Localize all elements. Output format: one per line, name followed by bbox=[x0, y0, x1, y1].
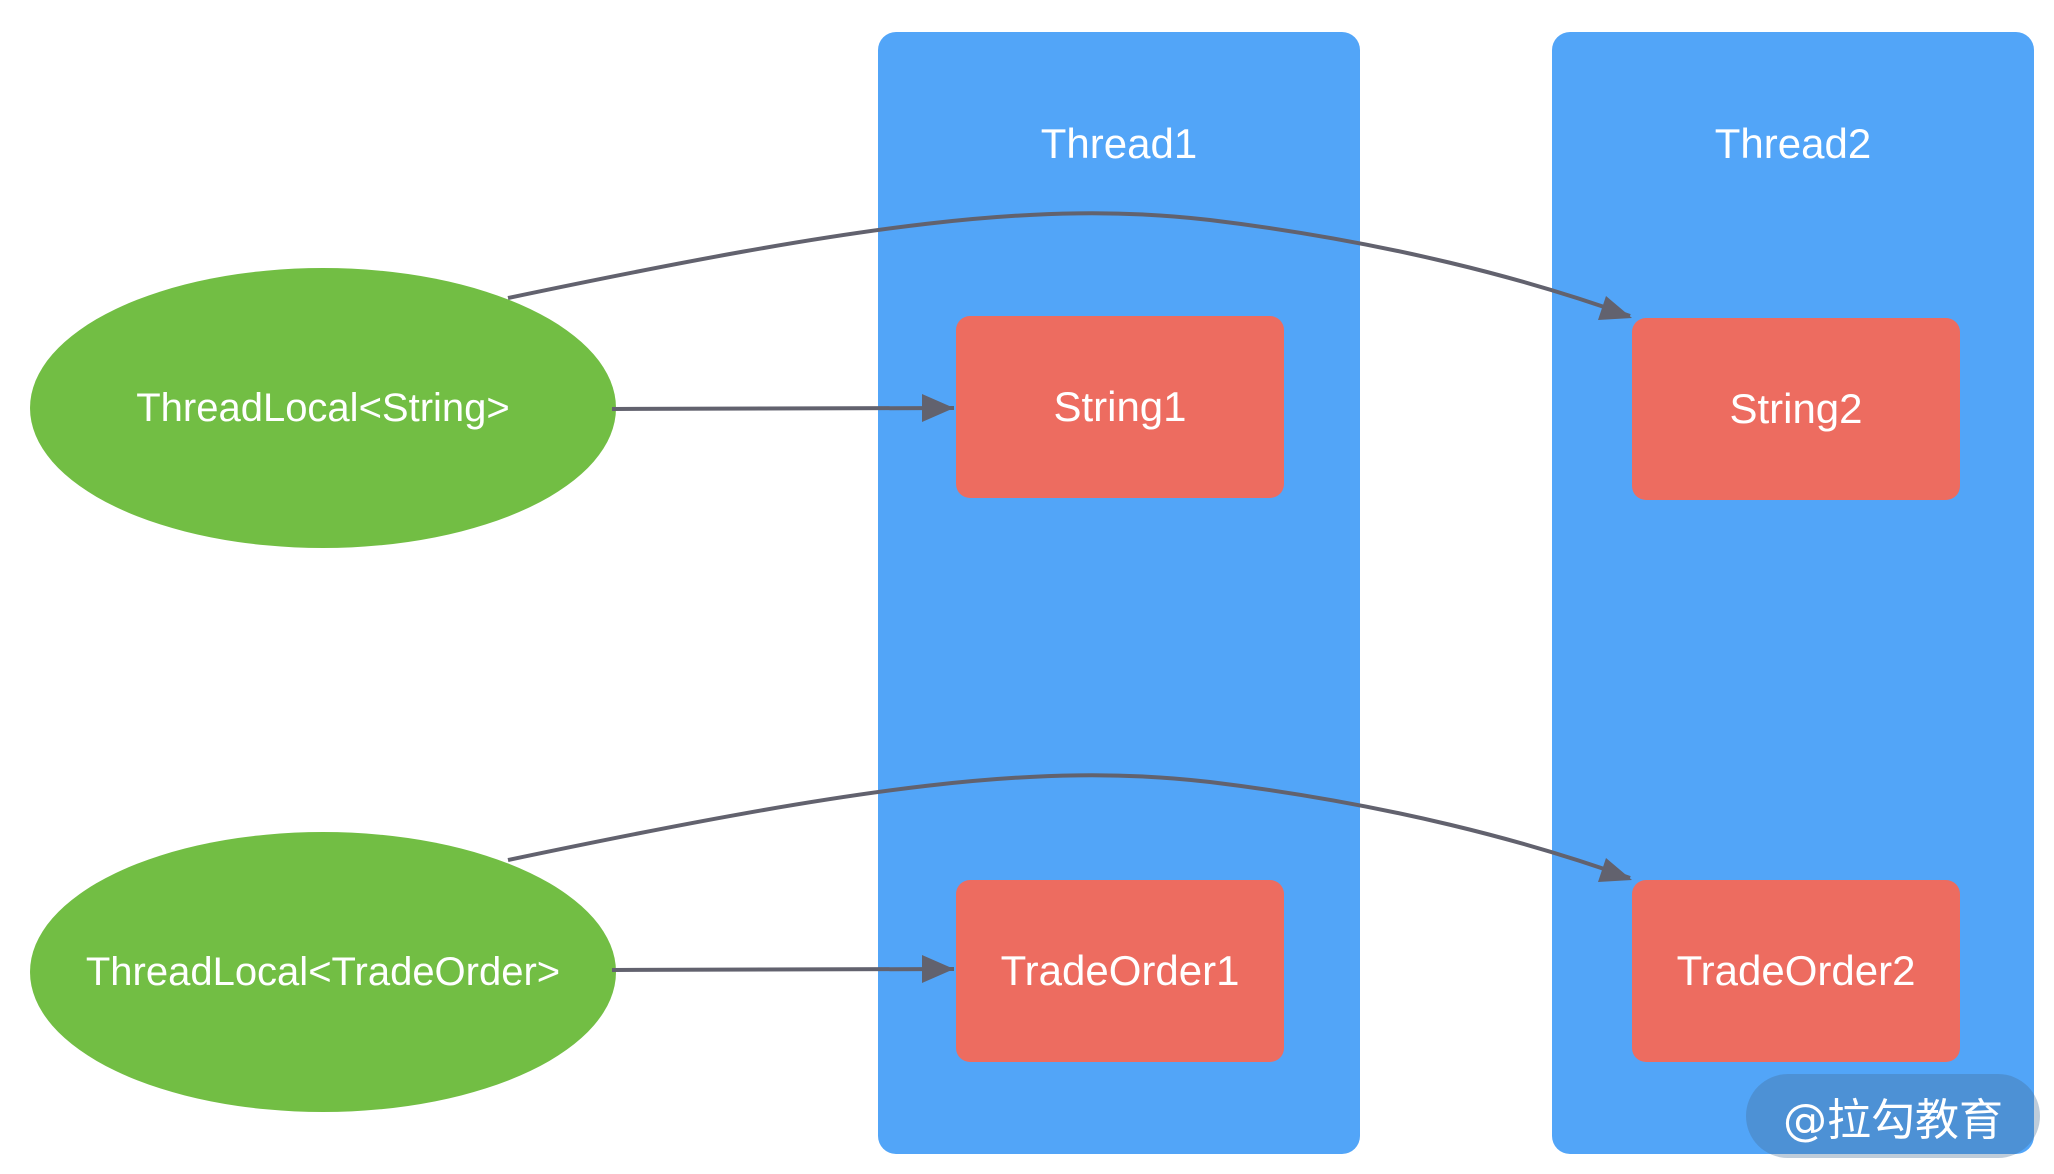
arrow-string-to-string2 bbox=[507, 211, 1631, 318]
threadlocal-string-ellipse: ThreadLocal<String> bbox=[30, 268, 616, 548]
threadlocal-tradeorder-ellipse: ThreadLocal<TradeOrder> bbox=[30, 832, 616, 1112]
arrow-tradeorder-to-tradeorder2 bbox=[507, 773, 1631, 880]
arrowhead-tradeorder1 bbox=[922, 955, 954, 983]
thread2-title: Thread2 bbox=[1714, 120, 1872, 167]
string1-box: String1 bbox=[956, 316, 1284, 498]
arrow-tradeorder-to-tradeorder1 bbox=[611, 967, 955, 972]
arrowhead-tradeorder2 bbox=[1598, 858, 1632, 882]
arrowhead-string2 bbox=[1598, 296, 1632, 320]
string2-box: String2 bbox=[1632, 318, 1960, 500]
arrow-string-to-string1 bbox=[611, 406, 955, 411]
thread1-title: Thread1 bbox=[1040, 120, 1198, 167]
tradeorder1-box: TradeOrder1 bbox=[956, 880, 1284, 1062]
arrowhead-string1 bbox=[922, 394, 954, 422]
tradeorder2-box: TradeOrder2 bbox=[1632, 880, 1960, 1062]
watermark-badge: @拉勾教育 bbox=[1746, 1074, 2040, 1158]
